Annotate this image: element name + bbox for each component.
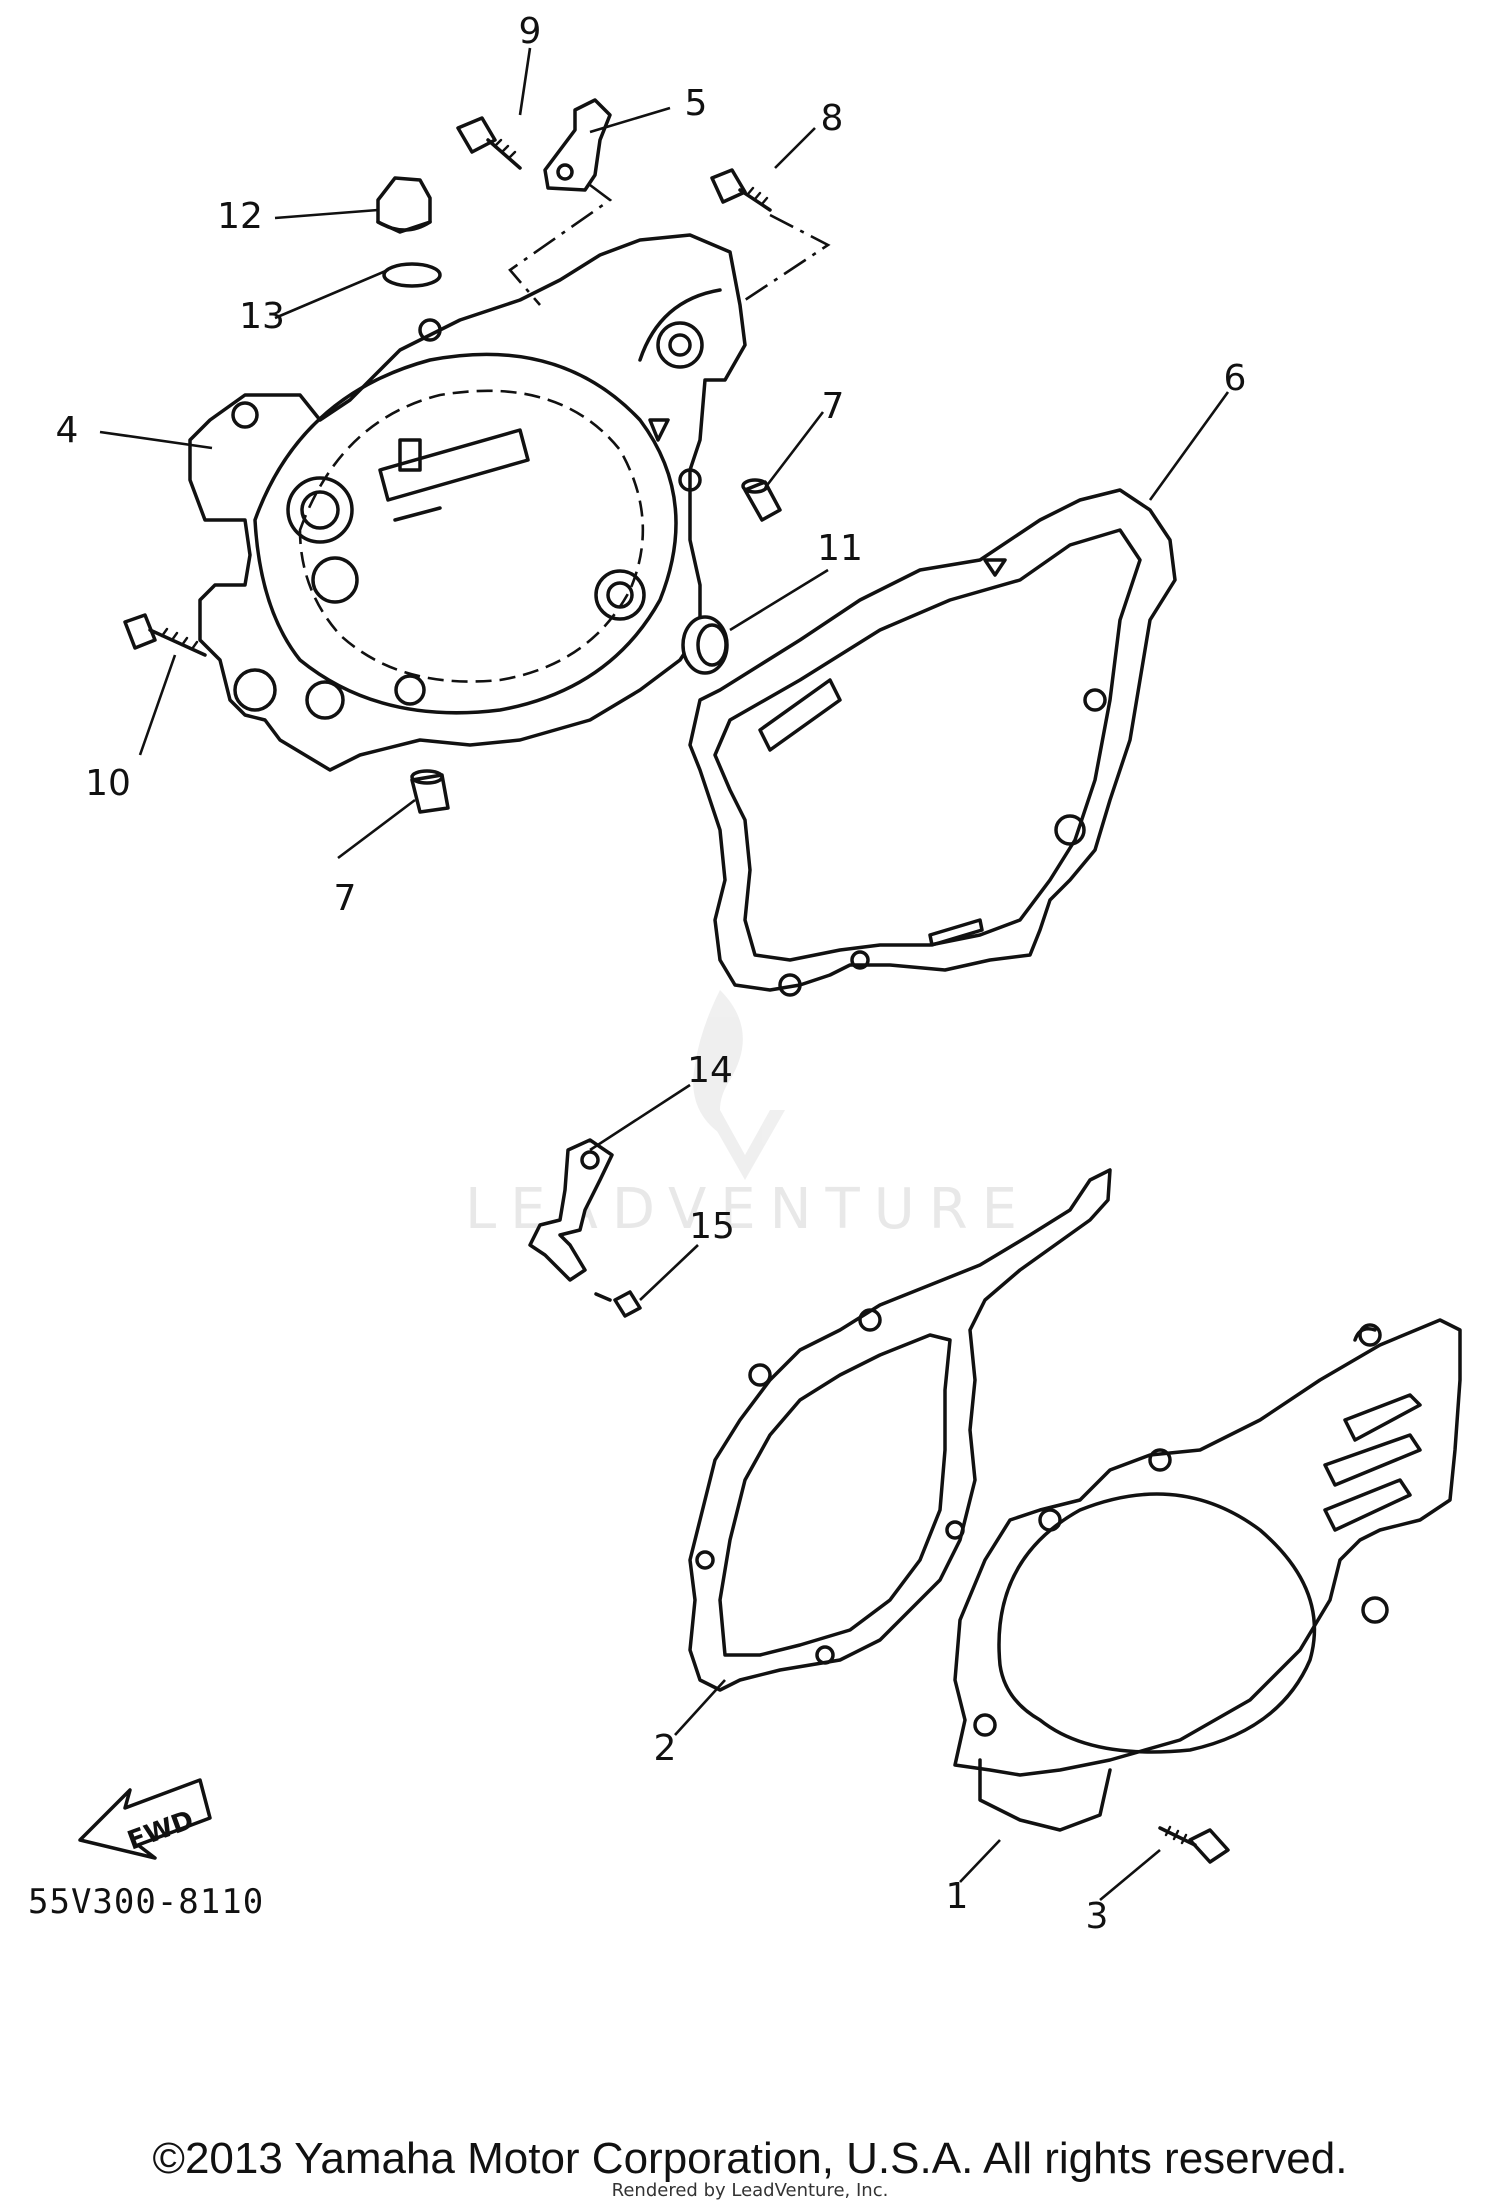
fwd-arrow: FWD [78, 1778, 212, 1860]
dowel-7-lower [410, 769, 450, 814]
callout-10: 10 [85, 763, 131, 804]
bracket-14 [528, 1138, 614, 1282]
guide-line-8 [744, 213, 831, 302]
bolt-10 [123, 613, 207, 657]
callout-1: 1 [946, 1876, 969, 1917]
callout-11: 11 [817, 528, 863, 569]
watermark: LEADVENTURE [465, 990, 1017, 1242]
rendered-by-notice: Rendered by LeadVenture, Inc. [611, 2180, 889, 2201]
callout-9: 9 [519, 11, 542, 52]
o-ring-13 [382, 262, 442, 288]
callout-4: 4 [56, 410, 79, 451]
dowel-7-upper [741, 478, 782, 522]
copyright-notice: ©2013 Yamaha Motor Corporation, U.S.A. A… [152, 2134, 1348, 2183]
screw-3 [1158, 1825, 1230, 1864]
gasket-2 [688, 1168, 1112, 1692]
callout-14: 14 [687, 1050, 733, 1091]
diagram-code: 55V300-8110 [28, 1882, 265, 1922]
bracket-5 [543, 98, 612, 192]
callout-8: 8 [821, 98, 844, 139]
callouts: 1 2 3 4 5 6 7 7 8 9 10 11 12 13 14 15 [56, 11, 1247, 1937]
callout-3: 3 [1086, 1896, 1109, 1937]
bolt-9 [456, 116, 522, 170]
crankcase-cover-right [188, 233, 747, 772]
callout-12: 12 [217, 196, 263, 237]
callout-15: 15 [689, 1206, 735, 1247]
callout-6: 6 [1224, 358, 1247, 399]
fwd-label: FWD [124, 1805, 198, 1856]
callout-7-lower: 7 [334, 878, 357, 919]
plug-12 [376, 176, 432, 234]
bolt-8 [710, 168, 772, 212]
callout-2: 2 [654, 1728, 677, 1769]
callout-13: 13 [239, 296, 285, 337]
screw-15 [594, 1290, 642, 1318]
oil-seal-11 [681, 615, 729, 675]
crankcase-cover-left [953, 1318, 1462, 1832]
leader-lines [99, 47, 1230, 1901]
gasket-6 [688, 488, 1177, 997]
callout-7-upper: 7 [822, 386, 845, 427]
callout-5: 5 [685, 83, 708, 124]
guide-line-5 [508, 183, 613, 306]
